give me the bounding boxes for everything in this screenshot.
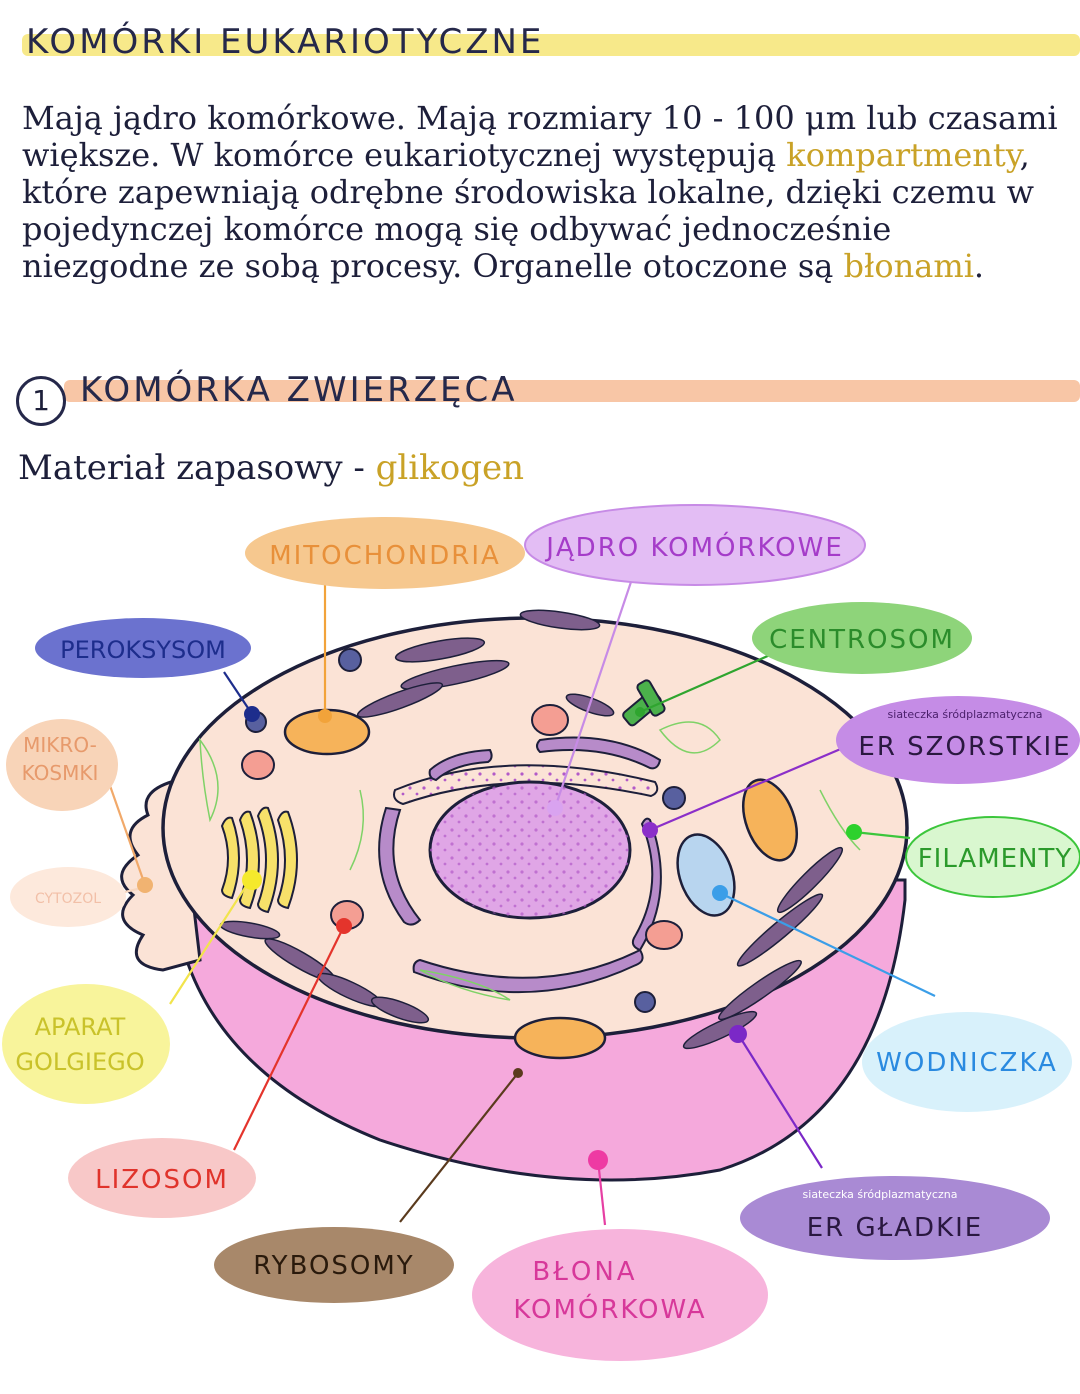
er-smooth [219, 609, 844, 1050]
intro-text-2: , które zapewniają odrębne środowiska lo… [22, 136, 1035, 285]
cloud-er-rough [836, 696, 1080, 784]
label-er-rough-small: siateczka śródplazmatyczna [888, 708, 1043, 721]
cloud-membrane [472, 1229, 768, 1361]
cloud-mitochondria [245, 517, 525, 589]
section-number: 1 [16, 376, 66, 426]
label-nucleus: JĄDRO KOMÓRKOWE [544, 531, 844, 563]
label-lysosome: LIZOSOM [95, 1165, 229, 1195]
cloud-filaments [905, 816, 1080, 898]
keyword-kompartmenty: kompartmenty [786, 136, 1020, 174]
cloud-golgi [2, 984, 170, 1104]
label-filaments: FILAMENTY [918, 844, 1073, 874]
label-golgi-1: APARAT [35, 1013, 126, 1041]
label-clouds [2, 504, 1080, 1361]
title-highlight [22, 34, 1080, 56]
peroxisomes [245, 648, 686, 1013]
section-highlight [64, 380, 1080, 402]
label-er-smooth-small: siateczka śródplazmatyczna [803, 1188, 958, 1201]
intro-text-3: . [973, 247, 985, 285]
label-vacuole: WODNICZKA [876, 1048, 1058, 1078]
leader-membrane [596, 1159, 607, 1226]
label-centrosome: CENTROSOM [769, 625, 955, 655]
mitochondria-organelles [283, 708, 798, 1060]
leader-centrosome [639, 653, 771, 714]
label-mitochondria: MITOCHONDRIA [269, 541, 501, 571]
leader-filaments [853, 830, 911, 840]
page-title: KOMÓRKI EUKARIOTYCZNE [26, 22, 545, 62]
leader-vacuole [719, 892, 936, 997]
golgi-apparatus [220, 806, 298, 914]
intro-text-1: Mają jądro komórkowe. Mają rozmiary 10 -… [22, 99, 1058, 174]
intro-paragraph: Mają jądro komórkowe. Mają rozmiary 10 -… [22, 100, 1062, 285]
leader-er-rough [649, 743, 851, 832]
keyword-blonami: błonami [843, 247, 974, 285]
leader-microvilli [106, 779, 147, 886]
leader-dots [137, 706, 862, 1170]
leader-golgi [169, 879, 251, 1005]
cloud-cytosol [10, 867, 126, 927]
label-membrane-2: KOMÓRKOWA [513, 1293, 706, 1325]
cloud-microvilli [6, 719, 118, 811]
cloud-peroxisome [35, 618, 251, 678]
section-title: KOMÓRKA ZWIERZĘCA [80, 370, 518, 410]
label-microvilli-1: MIKRO- [23, 733, 97, 757]
label-membrane-1: BŁONA [532, 1257, 637, 1287]
material-label: Materiał zapasowy - [18, 448, 376, 488]
leader-ribosomes [399, 1072, 519, 1223]
leader-peroxisome [223, 671, 253, 715]
label-cytosol: CYTOZOL [35, 891, 101, 907]
label-er-smooth: ER GŁADKIE [807, 1213, 983, 1243]
filaments [199, 721, 861, 1001]
cloud-vacuole [862, 1012, 1072, 1112]
leader-lysosome [233, 925, 345, 1151]
cloud-ribosomes [214, 1227, 454, 1303]
cloud-centrosome [752, 602, 972, 674]
cloud-er-smooth [740, 1176, 1050, 1260]
label-er-rough: ER SZORSTKIE [858, 732, 1071, 762]
label-ribosomes: RYBOSOMY [253, 1251, 414, 1281]
leader-er-smooth [737, 1033, 823, 1169]
cloud-nucleus [524, 504, 866, 586]
cloud-lysosome [68, 1138, 256, 1218]
leader-nucleus [553, 569, 637, 809]
label-microvilli-2: KOSMKI [22, 761, 99, 785]
material-value: glikogen [375, 448, 525, 488]
label-peroxisome: PEROKSYSOM [60, 636, 226, 664]
label-golgi-2: GOLGIEGO [15, 1048, 144, 1076]
material-line: Materiał zapasowy - glikogen [18, 448, 524, 488]
